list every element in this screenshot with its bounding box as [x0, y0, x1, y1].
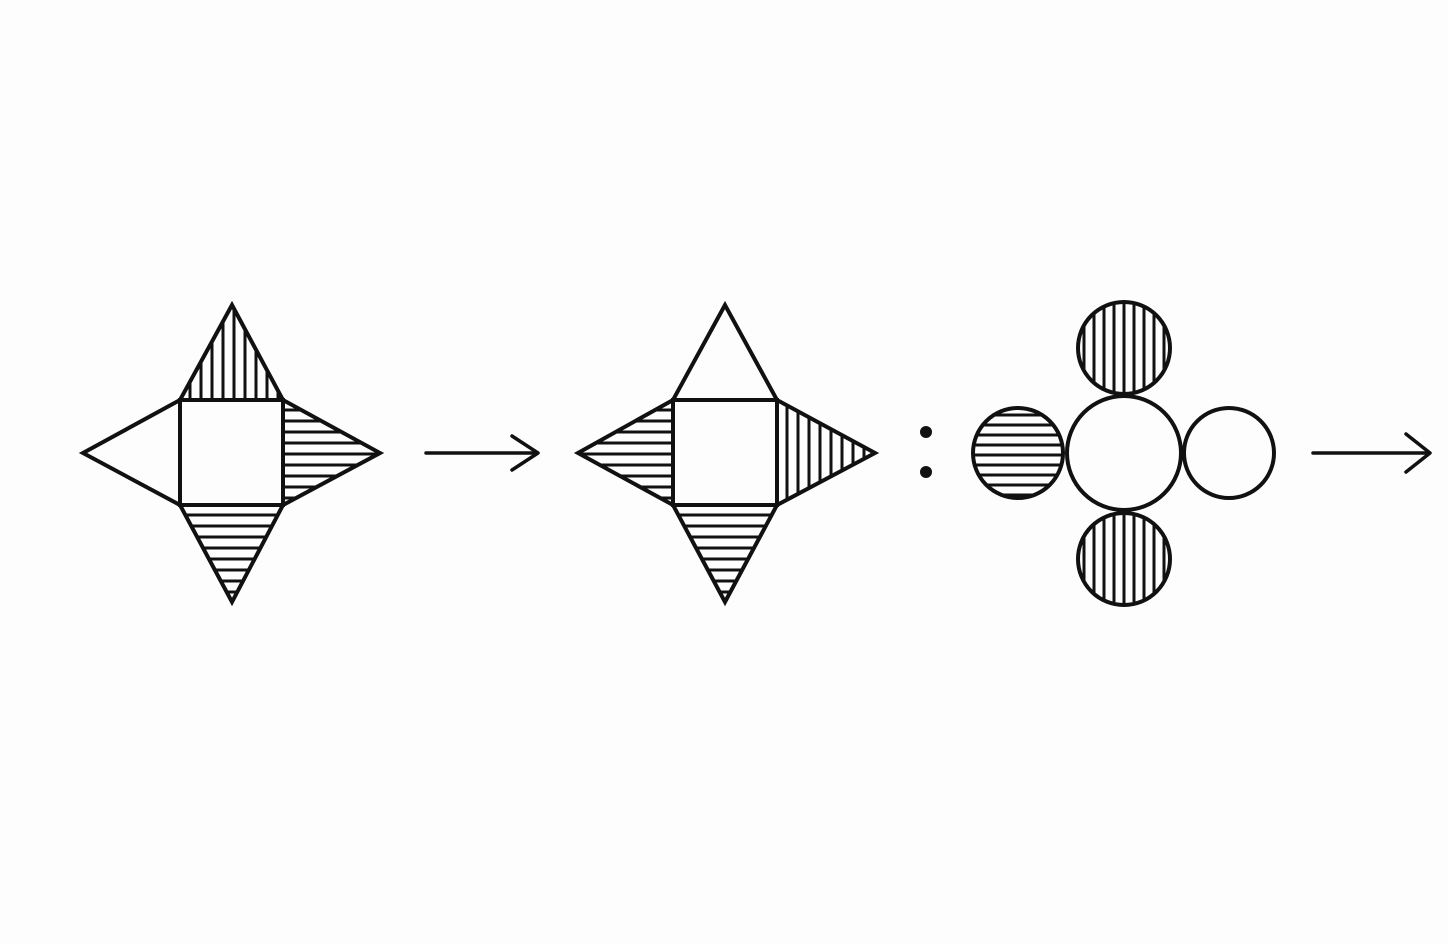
figure-c [971, 300, 1276, 607]
figure-b-right-triangle [775, 396, 880, 509]
figure-a-left-triangle [78, 396, 182, 509]
figure-b-left-triangle-hatch [578, 408, 673, 500]
figure-b-center-square [671, 398, 779, 507]
figure-b [573, 300, 880, 607]
figure-a-bottom-triangle [176, 503, 287, 607]
figure-a-center-square [178, 398, 285, 507]
figure-b-top-triangle [669, 300, 781, 402]
figure-c-center-circle [1065, 394, 1183, 512]
figure-c-bottom-circle [1076, 511, 1172, 607]
figure-c-left-circle [971, 406, 1065, 500]
colon-separator [920, 426, 932, 478]
arrow-2 [1311, 432, 1432, 474]
figure-a-top-triangle-hatch [188, 305, 280, 400]
figure-c-right-circle [1182, 406, 1276, 500]
arrow-1 [424, 434, 540, 472]
figure-a [78, 300, 385, 607]
figure-b-bottom-triangle [669, 503, 781, 607]
figure-a-right-triangle-hatch [283, 408, 380, 500]
